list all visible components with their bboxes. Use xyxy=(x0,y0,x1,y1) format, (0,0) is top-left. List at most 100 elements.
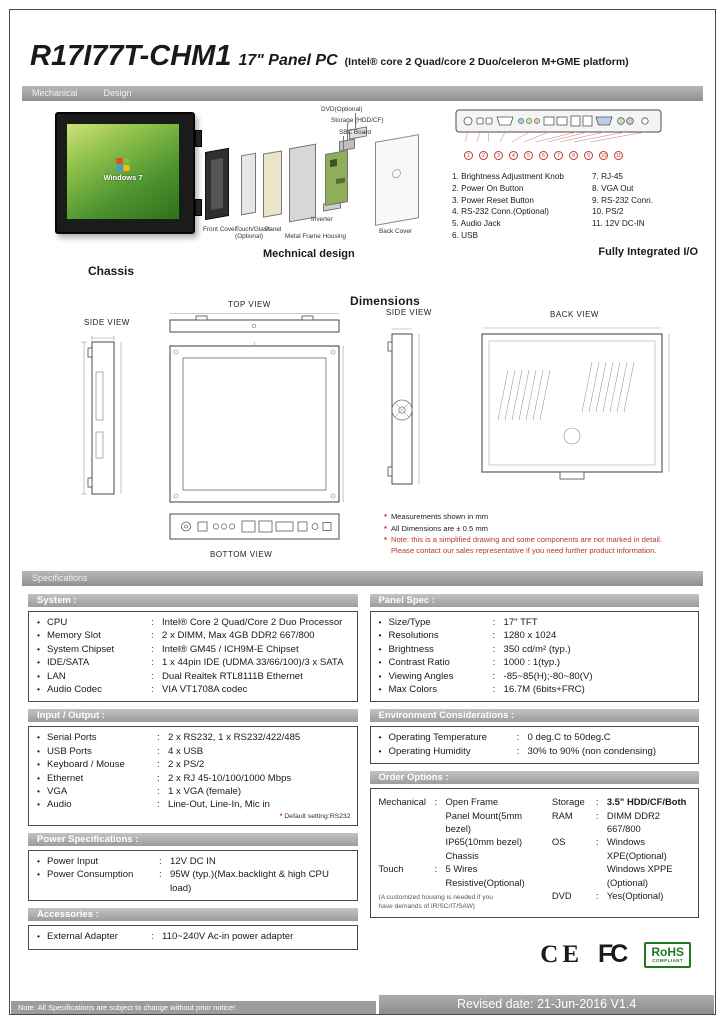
colon: : xyxy=(595,890,599,902)
spec-row: • Memory Slot : 2 x DIMM, Max 4GB DDR2 6… xyxy=(37,629,351,642)
footer: Note: All Specifications are subject to … xyxy=(11,995,714,1014)
windows-flag-icon xyxy=(116,157,130,171)
accessories-spec-box: • External Adapter : 110~240V Ac-in powe… xyxy=(28,925,358,950)
spec-row: • Keyboard / Mouse : 2 x PS/2 xyxy=(37,758,351,771)
order-row-storage: Storage : 3.5" HDD/CF/Both xyxy=(552,795,692,808)
colon: : xyxy=(151,684,154,696)
spec-row: • Operating Temperature : 0 deg.C to 50d… xyxy=(379,731,693,744)
io-legend-item: 6. USB xyxy=(452,230,478,240)
order-value: Windows XPE(Optional) Windows XPPE (Opti… xyxy=(606,836,673,888)
bullet: • xyxy=(378,617,382,627)
colon: : xyxy=(595,836,599,848)
spec-value: 2 x PS/2 xyxy=(168,759,205,771)
panel-spec-heading: Panel Spec : xyxy=(369,594,699,607)
io-legend-left: 1. Brightness Adjustment Knob 2. Power On… xyxy=(452,171,584,242)
leader-line xyxy=(355,113,356,128)
spec-label: Max Colors xyxy=(388,684,438,696)
bullet: • xyxy=(37,855,40,866)
io-legend-item: 10. PS/2 xyxy=(592,207,624,217)
io-legend-item: 9. RS-232 Conn. xyxy=(592,195,653,205)
spec-label: Operating Temperature xyxy=(388,732,487,744)
dimension-note: * Note: this is a simplified drawing and… xyxy=(384,535,702,556)
monitor-bezel: Windows 7 xyxy=(55,112,195,234)
rohs-logo: RoHS COMPLIANT xyxy=(644,941,691,968)
spec-label: Contrast Ratio xyxy=(388,657,450,669)
io-legend-item: 2. Power On Button xyxy=(452,183,524,193)
system-heading: System : xyxy=(28,594,358,607)
spec-value: 2 x DIMM, Max 4GB DDR2 667/800 xyxy=(162,630,315,642)
spec-label: IDE/SATA xyxy=(47,657,90,669)
spec-value: Dual Realtek RTL8111B Ethernet xyxy=(162,670,303,682)
monitor-screen: Windows 7 xyxy=(66,123,180,220)
accessories-heading: Accessories : xyxy=(28,908,358,922)
bullet: • xyxy=(378,670,382,681)
colon: : xyxy=(159,869,162,881)
order-label: Touch xyxy=(378,863,404,875)
spec-label: Resolutions xyxy=(388,630,439,642)
back-view-drawing xyxy=(481,327,670,480)
bullet: • xyxy=(37,643,40,654)
footer-disclaimer: Note: All Specifications are subject to … xyxy=(11,1001,377,1014)
colon: : xyxy=(157,772,160,784)
spec-label: Brightness xyxy=(388,643,434,655)
touch-glass-part xyxy=(241,152,256,216)
bullet: • xyxy=(378,745,382,756)
colon: : xyxy=(492,617,496,628)
spec-row: • Power Consumption : 95W (typ.)(Max.bac… xyxy=(37,868,351,895)
io-legend-item: 1. Brightness Adjustment Knob xyxy=(452,172,564,181)
bottom-view-drawing xyxy=(169,513,340,540)
input-output-spec-box: • Serial Ports : 2 x RS232, 1 x RS232/42… xyxy=(28,726,358,826)
bullet: • xyxy=(37,617,40,627)
customized-housing-note: (A customized housing is needed if you h… xyxy=(378,894,493,910)
callout-number: 2 xyxy=(479,151,488,160)
spec-row: • Operating Humidity : 30% to 90% (non c… xyxy=(379,745,693,758)
asterisk: * xyxy=(279,812,283,820)
spec-row: • External Adapter : 110~240V Ac-in powe… xyxy=(37,930,351,943)
label-back-cover: Back Cover xyxy=(379,228,413,235)
power-heading: Power Specifications : xyxy=(28,832,358,846)
label-panel: Panel xyxy=(265,226,282,233)
colon: : xyxy=(492,630,496,642)
colon: : xyxy=(157,799,160,811)
label-touch-glass: Touch/Glass (Optional) xyxy=(235,226,271,241)
input-output-heading: Input / Output : xyxy=(28,709,358,723)
panel-spec-box: • Size/Type : 17" TFT • Resolutions : 12… xyxy=(369,611,699,703)
order-value: 5 Wires Resistive(Optional) xyxy=(445,863,525,888)
note-text: Measurements shown in mm xyxy=(390,512,489,521)
spec-row: • Size/Type : 17" TFT xyxy=(379,616,693,629)
dimension-note: * Measurements shown in mm xyxy=(384,512,702,523)
note-text: All Dimensions are ± 0.5 mm xyxy=(390,523,488,533)
spec-row: • VGA : 1 x VGA (female) xyxy=(37,785,351,798)
spec-label: USB Ports xyxy=(47,745,92,757)
spec-row: • Serial Ports : 2 x RS232, 1 x RS232/42… xyxy=(37,731,351,744)
spec-label: Power Consumption xyxy=(47,869,134,881)
spec-row: • CPU : Intel® Core 2 Quad/Core 2 Duo Pr… xyxy=(37,616,351,629)
spec-label: Size/Type xyxy=(388,617,431,628)
side-view-left-drawing xyxy=(81,335,122,495)
input-output-rows: • Serial Ports : 2 x RS232, 1 x RS232/42… xyxy=(37,731,351,811)
dimension-notes: * Measurements shown in mm * All Dimensi… xyxy=(384,512,702,558)
side-view-left-label: SIDE VIEW xyxy=(84,318,130,327)
spec-value: 30% to 90% (non condensing) xyxy=(527,745,657,757)
chassis-heading: Chassis xyxy=(88,264,135,278)
label-inverter: Inverter xyxy=(311,216,333,223)
bullet: • xyxy=(37,759,40,770)
colon: : xyxy=(157,745,160,757)
order-label: RAM xyxy=(551,809,573,821)
dimension-note: * All Dimensions are ± 0.5 mm xyxy=(384,524,702,535)
callout-number: 10 xyxy=(599,151,608,160)
spec-value: 350 cd/m² (typ.) xyxy=(503,643,571,655)
leader-line xyxy=(343,136,344,152)
mount-bracket xyxy=(195,199,202,216)
spec-value: 110~240V Ac-in power adapter xyxy=(162,931,294,943)
bullet: • xyxy=(37,799,40,810)
spec-row: • Ethernet : 2 x RJ 45-10/100/1000 Mbps xyxy=(37,772,351,785)
power-spec-box: • Power Input : 12V DC IN • Power Consum… xyxy=(28,849,358,902)
fcc-logo: FC xyxy=(598,940,628,968)
order-label: OS xyxy=(551,836,566,848)
note-text: Default setting:RS232 xyxy=(284,812,351,820)
spec-label: Memory Slot xyxy=(47,630,101,642)
order-value: Yes(Optional) xyxy=(606,890,664,902)
